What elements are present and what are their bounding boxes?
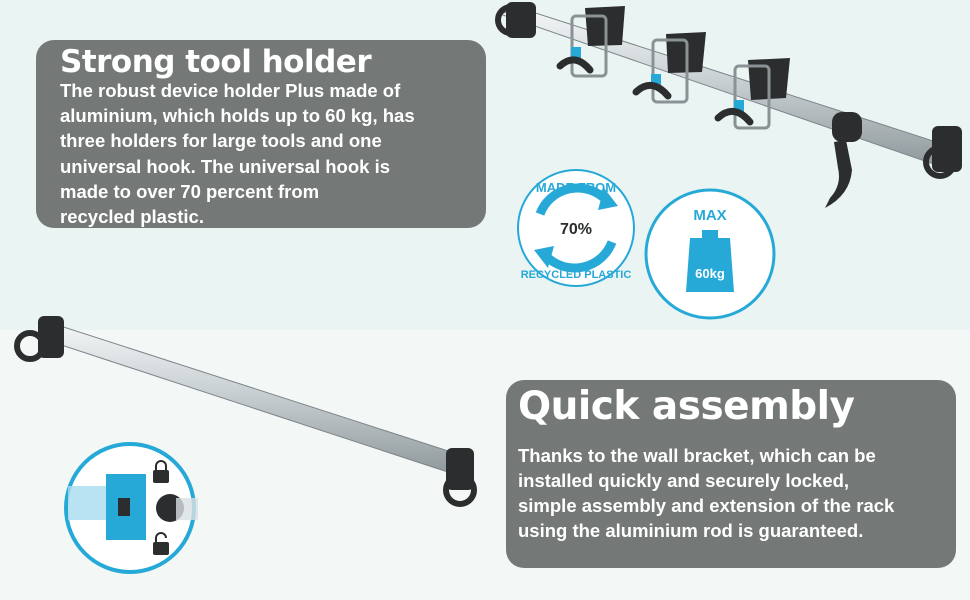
max-load-label: MAX: [693, 207, 726, 224]
max-load-weight: 60kg: [695, 266, 725, 281]
rack-rod-assembly: [14, 316, 477, 507]
universal-hook: [825, 112, 862, 208]
description-line: Thanks to the wall bracket, which can be: [518, 445, 876, 466]
unlock-icon: [153, 532, 169, 555]
recycled-badge: [517, 169, 635, 287]
description-line: simple assembly and extension of the rac…: [518, 495, 895, 516]
description-line: The robust device holder Plus made of: [60, 80, 401, 101]
bracket-detail-inset: [64, 442, 198, 574]
rack-with-holders: [495, 2, 962, 208]
recycled-badge-bottom-text: RECYCLED PLASTIC: [521, 269, 632, 281]
end-bracket-left-top: [495, 2, 536, 38]
panel-description: Thanks to the wall bracket, which can be…: [518, 443, 894, 543]
panel-title: Quick assembly: [518, 384, 855, 429]
panel-description: The robust device holder Plus made of al…: [60, 78, 415, 229]
end-bracket-right-top: [923, 126, 962, 179]
lock-icon: [153, 460, 169, 483]
end-bracket-left-bottom: [14, 316, 64, 362]
description-line: aluminium, which holds up to 60 kg, has: [60, 105, 415, 127]
description-line: recycled plastic.: [60, 206, 204, 228]
description-line: made to over 70 percent from: [60, 180, 320, 202]
tool-holder-3: [714, 58, 790, 130]
tool-holder-1: [556, 6, 625, 78]
recycled-badge-top-text: MADE FROM: [536, 180, 616, 195]
weight-icon: [686, 230, 734, 292]
recycled-badge-percent: 70%: [560, 221, 592, 238]
end-bracket-right-bottom: [443, 448, 477, 507]
feature-panel-strong-holder: Strong tool holder The robust device hol…: [36, 40, 486, 228]
feature-panel-quick-assembly: Quick assembly Thanks to the wall bracke…: [506, 380, 956, 568]
description-line: using the aluminium rod is guaranteed.: [518, 520, 864, 541]
description-line: universal hook. The universal hook is: [60, 155, 391, 177]
description-line: installed quickly and securely locked,: [518, 470, 850, 491]
description-line: three holders for large tools and one: [60, 130, 382, 152]
aluminium-rod-top: [498, 7, 956, 169]
panel-title: Strong tool holder: [60, 44, 372, 80]
max-load-badge: [644, 188, 776, 320]
tool-holder-2: [632, 32, 706, 104]
